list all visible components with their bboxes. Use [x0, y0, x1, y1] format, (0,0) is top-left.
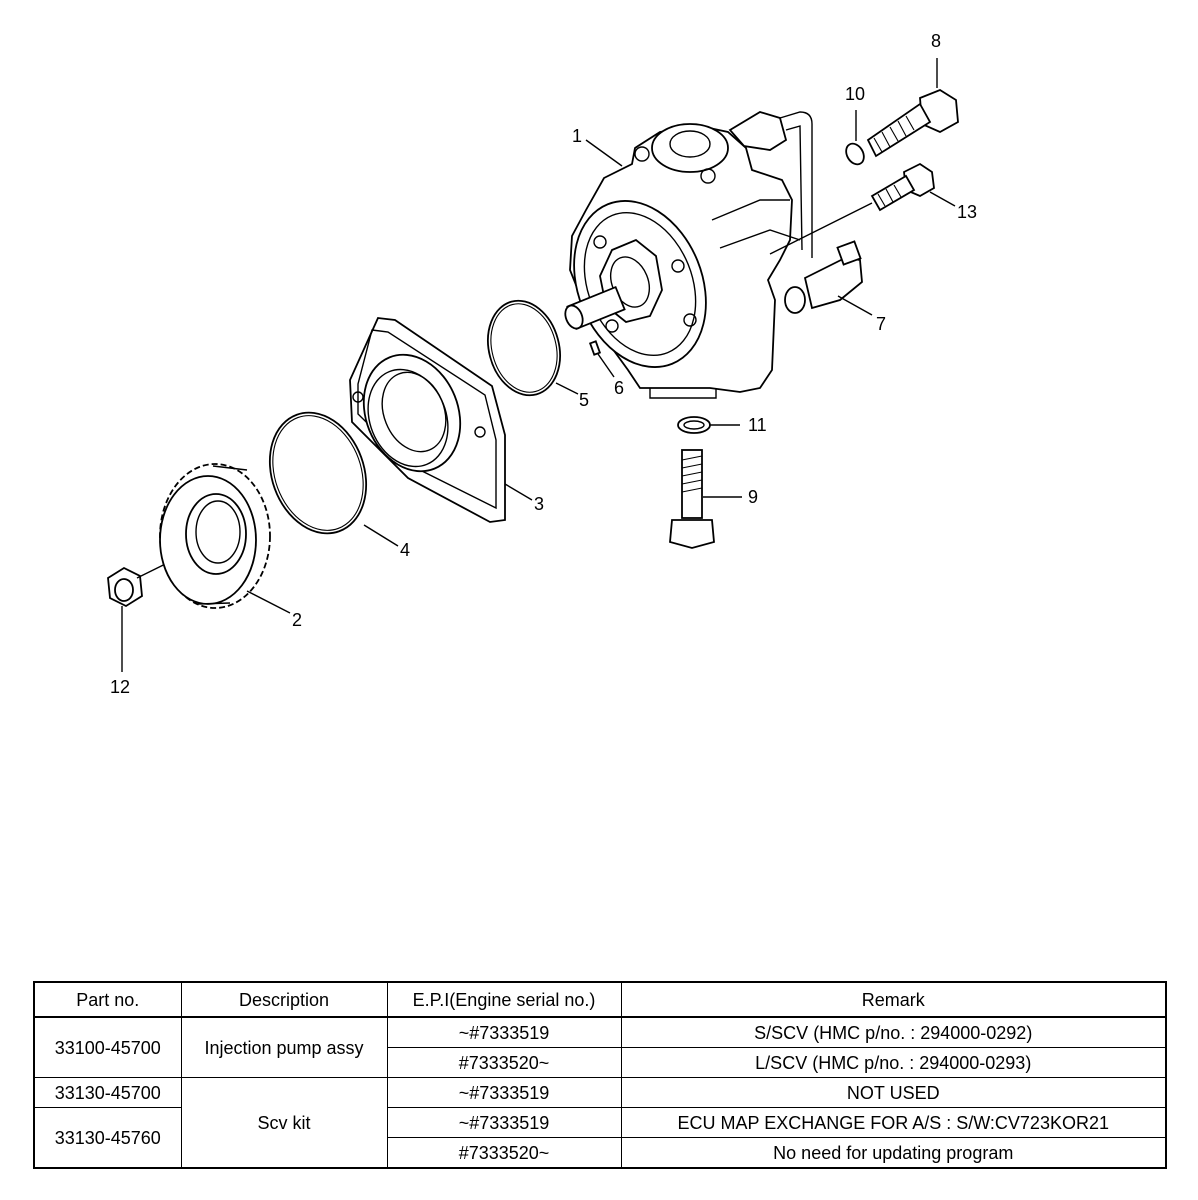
- flange-part-3: [349, 317, 506, 523]
- table-row: #7333520~ No need for updating program: [34, 1137, 1167, 1169]
- callout-7: 7: [876, 314, 886, 334]
- table-row: 33130-45760 ~#7333519 ECU MAP EXCHANGE F…: [33, 1107, 1167, 1169]
- parts-table: Part no. Description E.P.I(Engine serial…: [33, 981, 1167, 1169]
- oring-part-4: [268, 411, 368, 535]
- callout-10: 10: [845, 84, 865, 104]
- bolt-part-13: [769, 162, 956, 255]
- cell-part-no: 33130-45700: [33, 1077, 182, 1108]
- cell-remark: S/SCV (HMC p/no. : 294000-0292): [620, 1016, 1167, 1048]
- callout-13: 13: [957, 202, 977, 222]
- scv-part-7: [784, 240, 873, 316]
- callout-5: 5: [579, 390, 589, 410]
- table-row: #7333520~ L/SCV (HMC p/no. : 294000-0293…: [34, 1047, 1167, 1078]
- cell-part-no: 33100-45700: [33, 1016, 182, 1078]
- callout-9: 9: [748, 487, 758, 507]
- callout-1: 1: [572, 126, 582, 146]
- exploded-parts-diagram: 1 2 3 4 5 6 7 8 9 10 11 12 13: [107, 31, 977, 697]
- table-header-row: Part no. Description E.P.I(Engine serial…: [33, 981, 1167, 1018]
- cell-remark: No need for updating program: [620, 1137, 1167, 1169]
- callout-8: 8: [931, 31, 941, 51]
- cell-part-no: 33130-45760: [33, 1107, 182, 1169]
- table-row: 33130-45700 Scv kit ~#7333519 NOT USED: [33, 1077, 1167, 1169]
- header-remark: Remark: [620, 981, 1167, 1018]
- cell-epi: ~#7333519: [386, 1107, 622, 1138]
- bolt-part-9: [669, 449, 742, 549]
- callout-2: 2: [292, 610, 302, 630]
- callout-12: 12: [110, 677, 130, 697]
- header-part-no: Part no.: [33, 981, 182, 1018]
- cell-epi: #7333520~: [386, 1137, 622, 1169]
- cell-remark: L/SCV (HMC p/no. : 294000-0293): [620, 1047, 1167, 1078]
- washer-part-11: [677, 416, 740, 434]
- bolt-part-8: [866, 58, 959, 158]
- pin-part-6: [588, 340, 615, 378]
- pump-body-part-1: [564, 111, 813, 399]
- washer-part-10: [845, 110, 865, 166]
- leader-lines: [121, 139, 623, 672]
- cell-remark: NOT USED: [620, 1077, 1167, 1108]
- header-epi: E.P.I(Engine serial no.): [386, 981, 622, 1018]
- callout-11: 11: [748, 415, 767, 435]
- cell-epi: ~#7333519: [386, 1016, 622, 1048]
- diagram-canvas: 1 2 3 4 5 6 7 8 9 10 11 12 13: [107, 31, 977, 697]
- cell-description: Scv kit: [180, 1077, 388, 1169]
- header-description: Description: [180, 981, 388, 1018]
- oring-part-5: [487, 299, 561, 397]
- callout-3: 3: [534, 494, 544, 514]
- table-row: 33100-45700 Injection pump assy ~#733351…: [33, 1016, 1167, 1078]
- callout-4: 4: [400, 540, 410, 560]
- cell-remark: ECU MAP EXCHANGE FOR A/S : S/W:CV723KOR2…: [620, 1107, 1167, 1138]
- gear-part-2: [159, 463, 271, 609]
- cell-epi: #7333520~: [386, 1047, 622, 1078]
- cell-epi: ~#7333519: [386, 1077, 622, 1108]
- callout-6: 6: [614, 378, 624, 398]
- cell-description: Injection pump assy: [180, 1016, 388, 1078]
